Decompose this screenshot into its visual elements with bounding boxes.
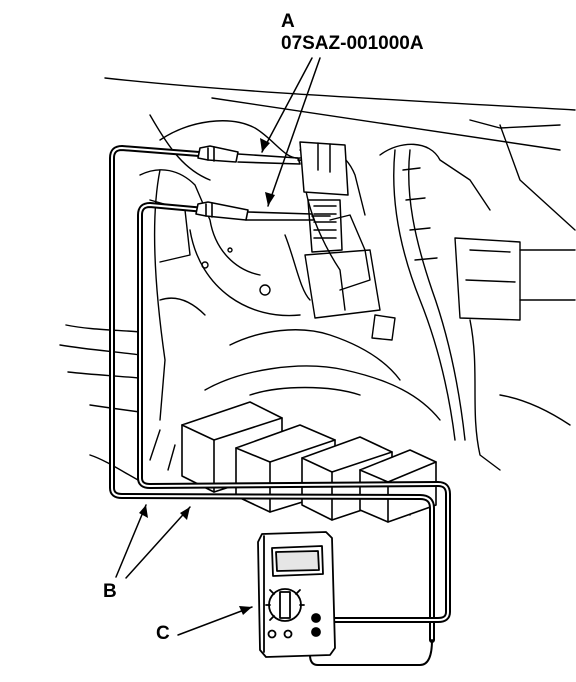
leader-b-right <box>125 506 191 579</box>
leader-c <box>177 606 253 636</box>
connector <box>299 141 349 253</box>
ignition-coils <box>181 401 437 523</box>
callout-b-label: B <box>103 581 117 602</box>
multimeter-icon <box>257 531 336 658</box>
leader-lines <box>115 57 321 636</box>
leader-a-upper <box>261 57 313 153</box>
leader-a-lower <box>267 57 321 207</box>
callout-a-part-number: 07SAZ-001000A <box>281 33 424 54</box>
back-probe-tool-icon <box>195 201 331 221</box>
arrowheads <box>139 138 275 615</box>
leader-b-left <box>115 504 147 578</box>
callout-c-label: C <box>156 623 170 644</box>
callout-a-label: A <box>281 11 295 32</box>
